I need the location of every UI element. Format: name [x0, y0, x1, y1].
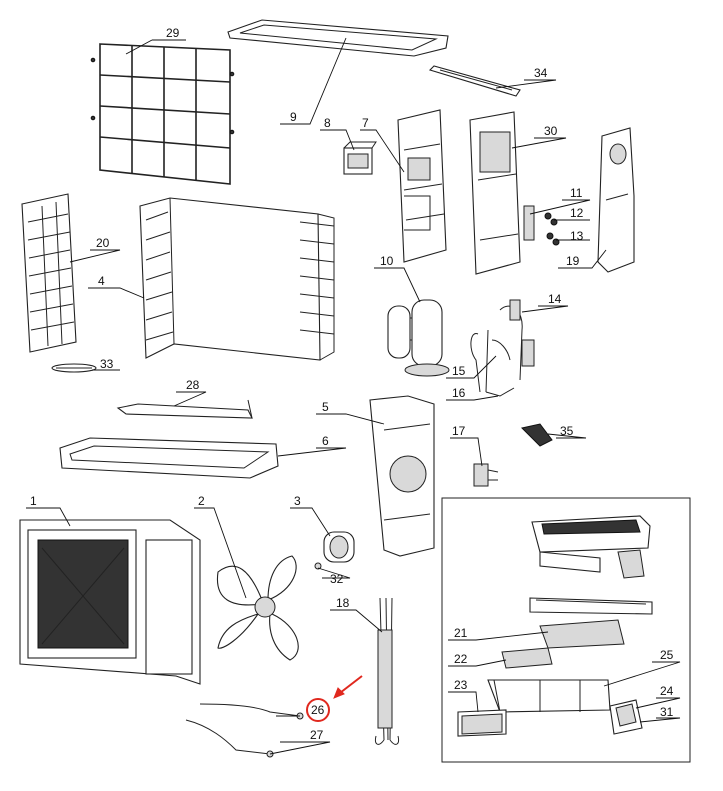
label-1: 1 [30, 494, 37, 508]
part-17-four-way-valve [473, 463, 499, 487]
label-32: 32 [330, 572, 344, 586]
part-16-pipe [485, 387, 515, 397]
label-17: 17 [452, 424, 466, 438]
label-28: 28 [186, 378, 200, 392]
label-22: 22 [454, 652, 468, 666]
label-13: 13 [570, 229, 584, 243]
label-16: 16 [452, 386, 466, 400]
part-19-valve-cover [597, 127, 635, 273]
label-18: 18 [336, 596, 350, 610]
part-20-side-panel [21, 193, 77, 353]
label-24: 24 [660, 684, 674, 698]
part-12-screw [544, 212, 558, 226]
part-3-fan-motor [323, 531, 355, 563]
part-10-compressor [387, 299, 450, 377]
label-8: 8 [324, 116, 331, 130]
label-25: 25 [660, 648, 674, 662]
part-2-axial-fan [216, 555, 299, 661]
label-29: 29 [166, 26, 180, 40]
label-15: 15 [452, 364, 466, 378]
part-33-heater-coil [51, 363, 97, 373]
label-4: 4 [98, 274, 105, 288]
label-27: 27 [310, 728, 324, 742]
label-34: 34 [534, 66, 548, 80]
leader-lines [26, 37, 681, 755]
label-19: 19 [566, 254, 580, 268]
part-9-top-cover [227, 19, 449, 57]
label-3: 3 [294, 494, 301, 508]
label-35: 35 [560, 424, 574, 438]
part-labels: 29 9 34 8 7 30 11 12 13 19 20 4 10 14 15… [30, 26, 674, 742]
part-18-power-cable [375, 597, 399, 745]
part-6-base-pan [59, 437, 279, 479]
label-7: 7 [362, 116, 369, 130]
label-26: 26 [311, 703, 325, 717]
label-12: 12 [570, 206, 584, 220]
label-30: 30 [544, 124, 558, 138]
part-5-motor-bracket [369, 395, 435, 557]
part-30-side-plate [469, 111, 521, 275]
part-14-valve [509, 299, 535, 367]
part-11-terminal-block [523, 205, 535, 241]
part-34-support-bar [428, 65, 521, 97]
part-4-condenser-coil [139, 197, 335, 361]
part-1-front-panel [19, 519, 201, 685]
part-13-screw [546, 232, 560, 246]
label-2: 2 [198, 494, 205, 508]
label-31: 31 [660, 705, 674, 719]
part-35-valve-part [521, 423, 553, 447]
part-27-temperature-sensor [185, 719, 274, 758]
label-5: 5 [322, 400, 329, 414]
highlight-marker [306, 675, 363, 722]
label-33: 33 [100, 357, 114, 371]
label-10: 10 [380, 254, 394, 268]
control-box-inset [441, 497, 691, 763]
label-20: 20 [96, 236, 110, 250]
label-6: 6 [322, 434, 329, 448]
part-26-temperature-sensor [199, 703, 304, 720]
part-32-nut [314, 562, 322, 570]
label-23: 23 [454, 678, 468, 692]
part-7-partition-plate [397, 109, 447, 263]
label-9: 9 [290, 110, 297, 124]
label-11: 11 [570, 186, 583, 200]
label-21: 21 [454, 626, 468, 640]
label-14: 14 [548, 292, 562, 306]
part-8-reactor [343, 141, 377, 175]
part-28-bracket [116, 399, 253, 419]
part-29-rear-grille [90, 43, 235, 185]
